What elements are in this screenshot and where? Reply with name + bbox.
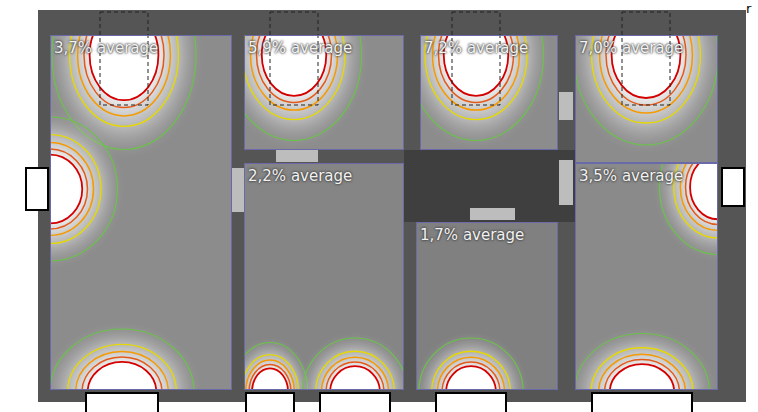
- contours-room-f: [416, 332, 529, 390]
- room-region: 7,0% average: [575, 35, 718, 163]
- contours-room-c: [420, 35, 551, 150]
- room-region: 7,2% average: [420, 35, 558, 150]
- room-region: 3,5% average: [575, 163, 718, 390]
- skylights: [100, 12, 670, 105]
- room-region: 5,9% average: [244, 35, 404, 150]
- windows: [26, 168, 744, 412]
- contours-room-e: [244, 332, 404, 390]
- daylight-average: 5,9% average: [245, 36, 355, 60]
- corridor: [404, 150, 575, 222]
- room-region: 3,7% average: [50, 35, 232, 390]
- daylight-average: 3,7% average: [51, 36, 161, 60]
- daylight-average: 7,0% average: [576, 36, 686, 60]
- room-region: 1,7% average: [416, 222, 558, 390]
- daylight-average: 7,2% average: [421, 36, 531, 60]
- doors: [232, 92, 573, 220]
- contours-room-g: [575, 163, 718, 390]
- contours-room-d: [575, 35, 718, 155]
- daylight-average: 2,2% average: [245, 164, 355, 188]
- contours-room-b: [244, 35, 369, 150]
- room-region: 2,2% average: [244, 163, 404, 390]
- daylight-average: 3,5% average: [576, 164, 686, 188]
- contours-room-a: [50, 35, 204, 390]
- edge-fragment: r: [746, 1, 751, 16]
- daylight-average: 1,7% average: [417, 223, 527, 247]
